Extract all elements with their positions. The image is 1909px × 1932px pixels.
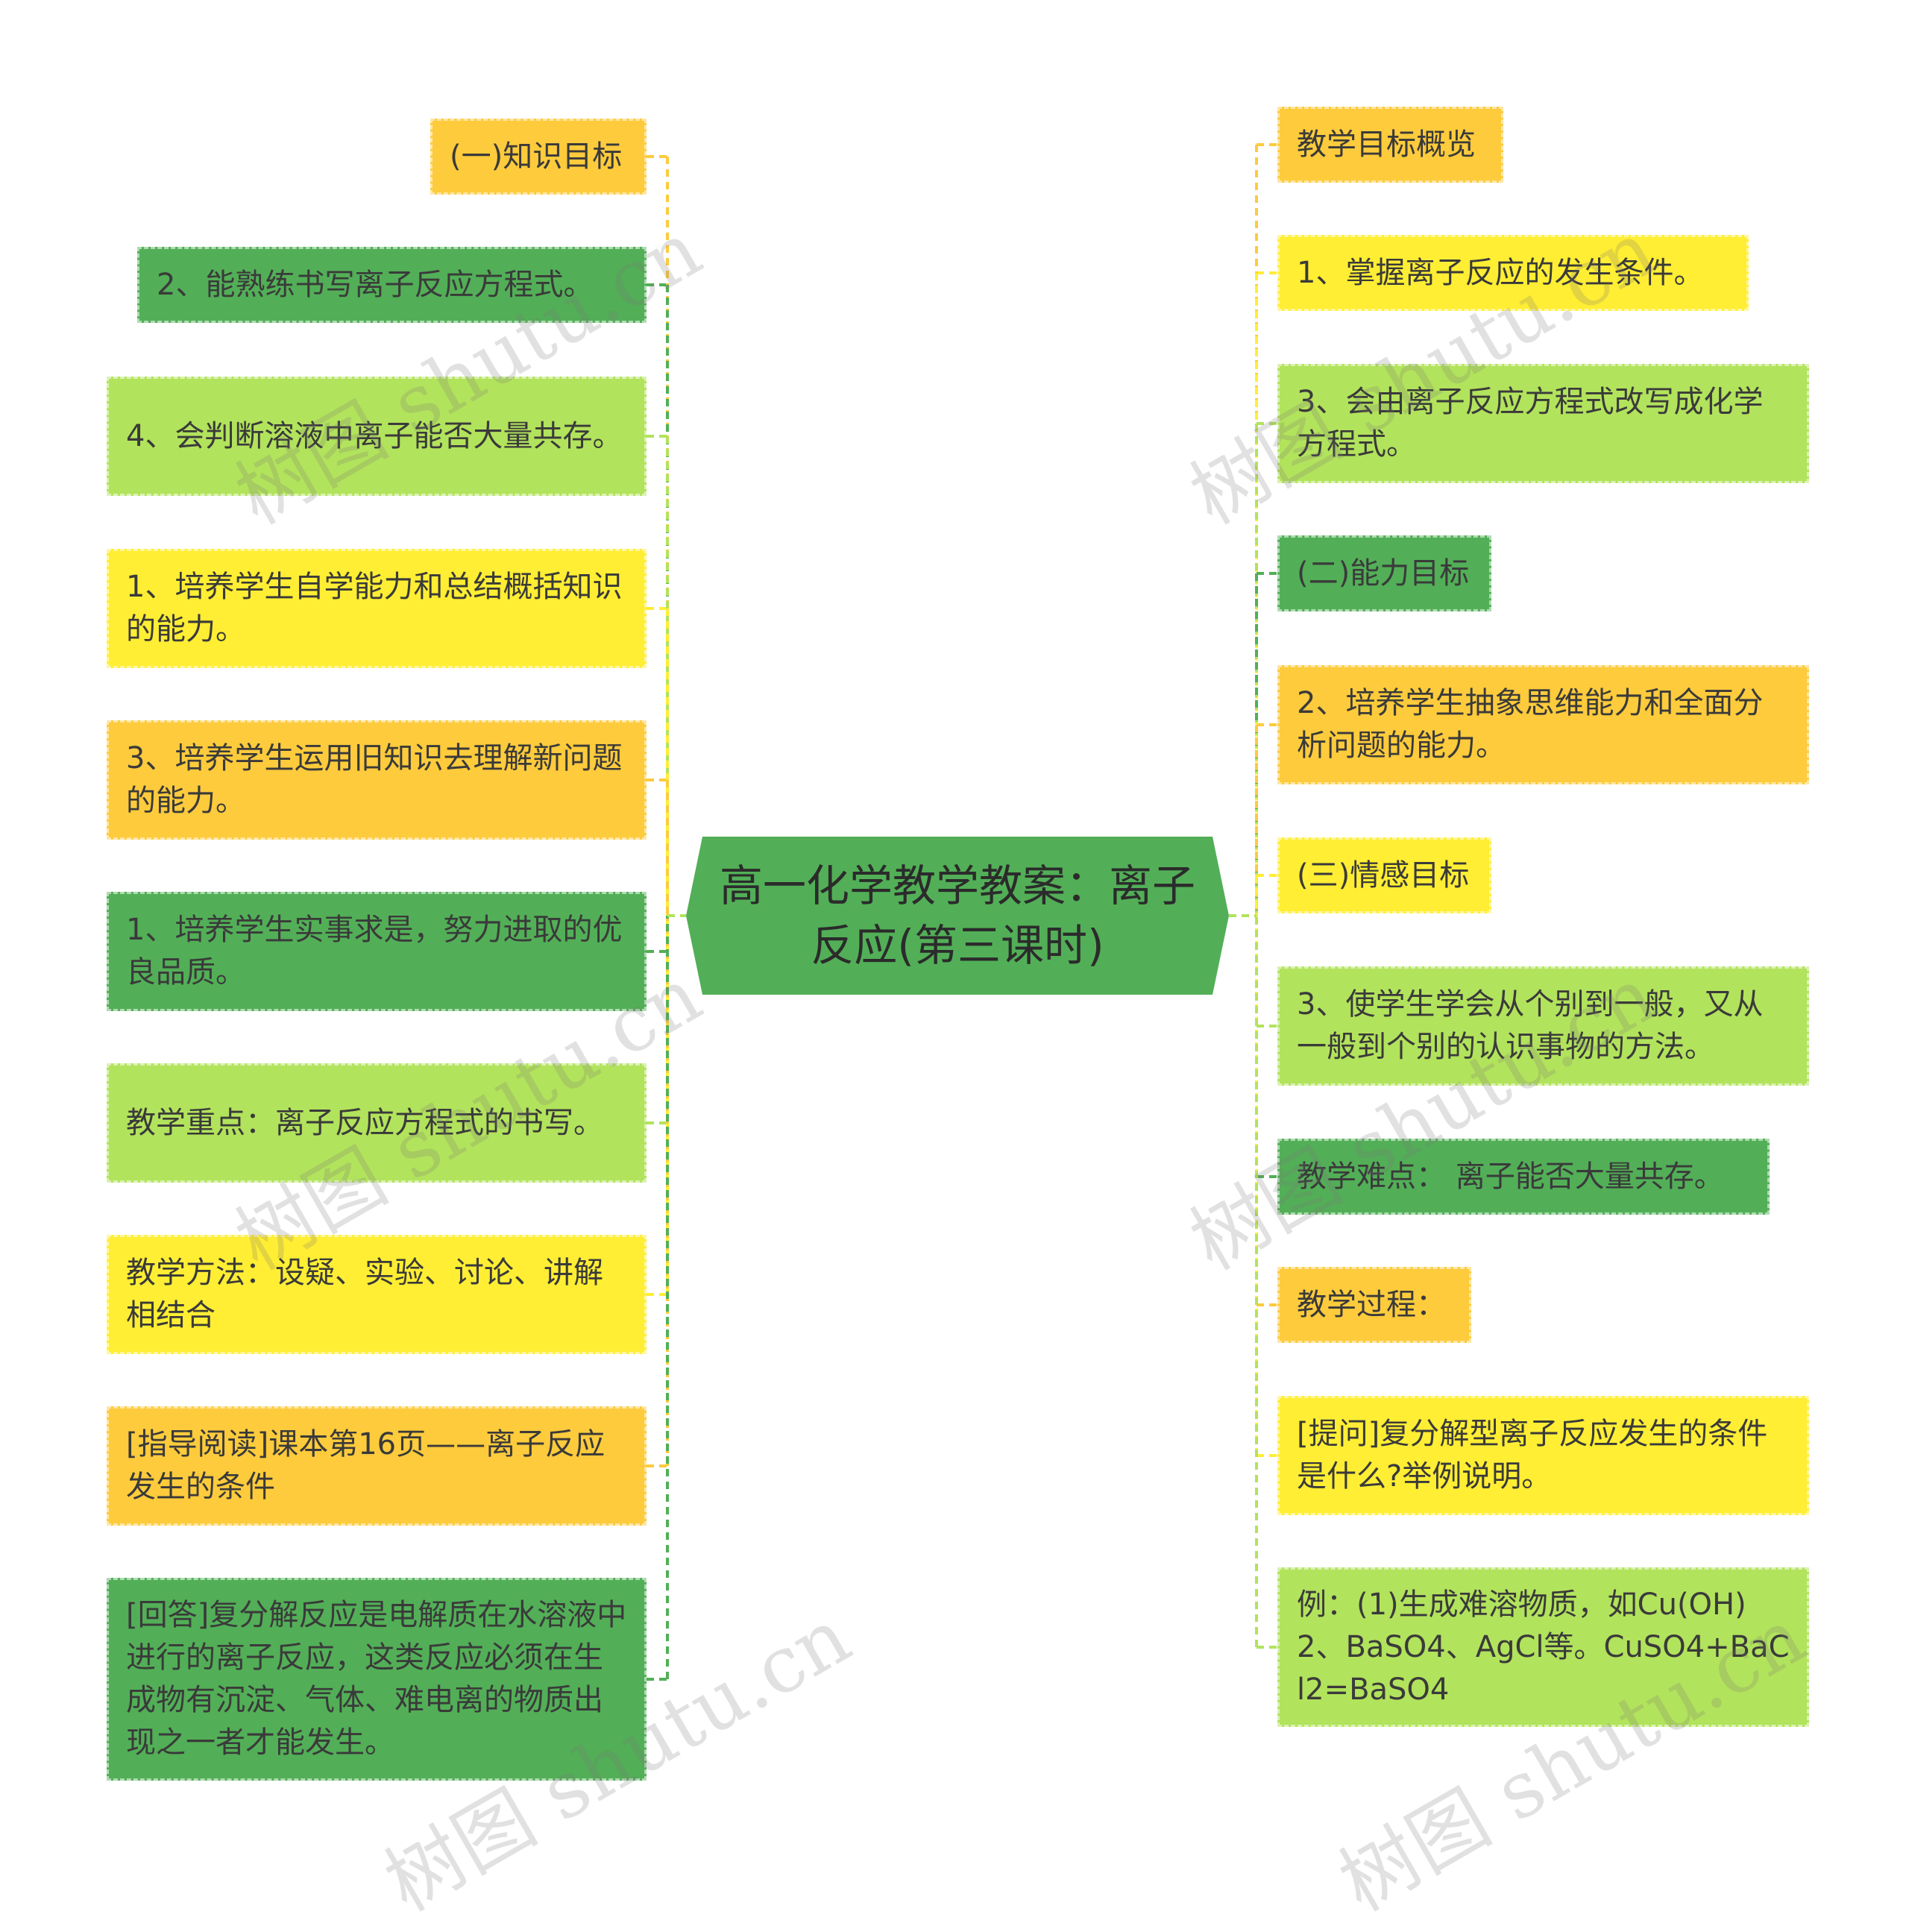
right-topic-node[interactable]: 3、会由离子反应方程式改写成化学方程式。 [1277, 364, 1809, 483]
connector-lines [647, 143, 1277, 1681]
right-topic-node[interactable]: 2、培养学生抽象思维能力和全面分析问题的能力。 [1277, 665, 1809, 784]
left-topic-node[interactable]: 4、会判断溶液中离子能否大量共存。 [107, 377, 647, 496]
left-topic-label: 1、培养学生自学能力和总结概括知识的能力。 [126, 570, 623, 646]
right-topic-node[interactable]: 教学过程： [1277, 1267, 1471, 1343]
right-topic-node[interactable]: (二)能力目标 [1277, 535, 1491, 611]
right-topic-node[interactable]: 例：(1)生成难溶物质，如Cu(OH)2、BaSO4、AgCl等。CuSO4+B… [1277, 1567, 1809, 1727]
left-topic-label: [回答]复分解反应是电解质在水溶液中进行的离子反应，这类反应必须在生成物有沉淀、… [126, 1598, 627, 1760]
right-topic-node[interactable]: 1、掌握离子反应的发生条件。 [1277, 235, 1749, 311]
right-topic-label: 1、掌握离子反应的发生条件。 [1297, 255, 1704, 290]
left-topic-node[interactable]: 教学方法：设疑、实验、讨论、讲解相结合 [107, 1235, 647, 1354]
mindmap-canvas: 高一化学教学教案：离子反应(第三课时) (一)知识目标 2、能熟练书写离子反应方程… [107, 107, 1820, 1929]
right-topic-label: (三)情感目标 [1297, 858, 1470, 893]
root-topic-shape [686, 837, 1229, 995]
right-topic-node[interactable]: (三)情感目标 [1277, 837, 1491, 913]
left-topic-node[interactable]: (一)知识目标 [430, 119, 647, 195]
left-topic-label: [指导阅读]课本第16页——离子反应发生的条件 [126, 1427, 606, 1504]
left-topic-node[interactable]: 3、培养学生运用旧知识去理解新问题的能力。 [107, 720, 647, 840]
left-topic-label: 1、培养学生实事求是，努力进取的优良品质。 [126, 913, 623, 989]
left-topic-label: 3、培养学生运用旧知识去理解新问题的能力。 [126, 741, 623, 818]
right-topic-node[interactable]: 3、使学生学会从个别到一般，又从一般到个别的认识事物的方法。 [1277, 966, 1809, 1086]
right-topic-label: (二)能力目标 [1297, 556, 1470, 591]
right-topic-node[interactable]: [提问]复分解型离子反应发生的条件是什么?举例说明。 [1277, 1396, 1809, 1515]
right-topic-label: 教学过程： [1297, 1287, 1446, 1322]
right-topic-label: 教学目标概览 [1297, 127, 1476, 162]
left-topic-label: 教学方法：设疑、实验、讨论、讲解相结合 [126, 1256, 603, 1332]
left-topic-node[interactable]: [回答]复分解反应是电解质在水溶液中进行的离子反应，这类反应必须在生成物有沉淀、… [107, 1578, 647, 1781]
right-topic-label: 3、会由离子反应方程式改写成化学方程式。 [1297, 385, 1764, 462]
left-topic-node[interactable]: 1、培养学生实事求是，努力进取的优良品质。 [107, 892, 647, 1011]
right-topic-node[interactable]: 教学目标概览 [1277, 107, 1503, 183]
right-topic-label: [提问]复分解型离子反应发生的条件是什么?举例说明。 [1297, 1417, 1768, 1494]
right-topic-node[interactable]: 教学难点： 离子能否大量共存。 [1277, 1139, 1770, 1215]
right-topic-label: 3、使学生学会从个别到一般，又从一般到个别的认识事物的方法。 [1297, 987, 1764, 1064]
left-topic-node[interactable]: 教学重点：离子反应方程式的书写。 [107, 1063, 647, 1183]
left-topic-node[interactable]: 1、培养学生自学能力和总结概括知识的能力。 [107, 549, 647, 668]
left-topic-node[interactable]: [指导阅读]课本第16页——离子反应发生的条件 [107, 1406, 647, 1526]
root-topic[interactable]: 高一化学教学教案：离子反应(第三课时) [686, 837, 1229, 995]
left-topic-label: 4、会判断溶液中离子能否大量共存。 [126, 418, 623, 453]
root-topic-title: 高一化学教学教案：离子反应(第三课时) [719, 860, 1195, 971]
right-topic-label: 例：(1)生成难溶物质，如Cu(OH)2、BaSO4、AgCl等。CuSO4+B… [1297, 1587, 1790, 1707]
left-topic-node[interactable]: 2、能熟练书写离子反应方程式。 [137, 247, 647, 323]
right-topic-label: 教学难点： 离子能否大量共存。 [1297, 1159, 1724, 1194]
left-topic-label: 教学重点：离子反应方程式的书写。 [126, 1105, 603, 1140]
right-topic-label: 2、培养学生抽象思维能力和全面分析问题的能力。 [1297, 686, 1764, 763]
left-topic-label: 2、能熟练书写离子反应方程式。 [157, 267, 594, 302]
left-topic-label: (一)知识目标 [450, 139, 623, 174]
